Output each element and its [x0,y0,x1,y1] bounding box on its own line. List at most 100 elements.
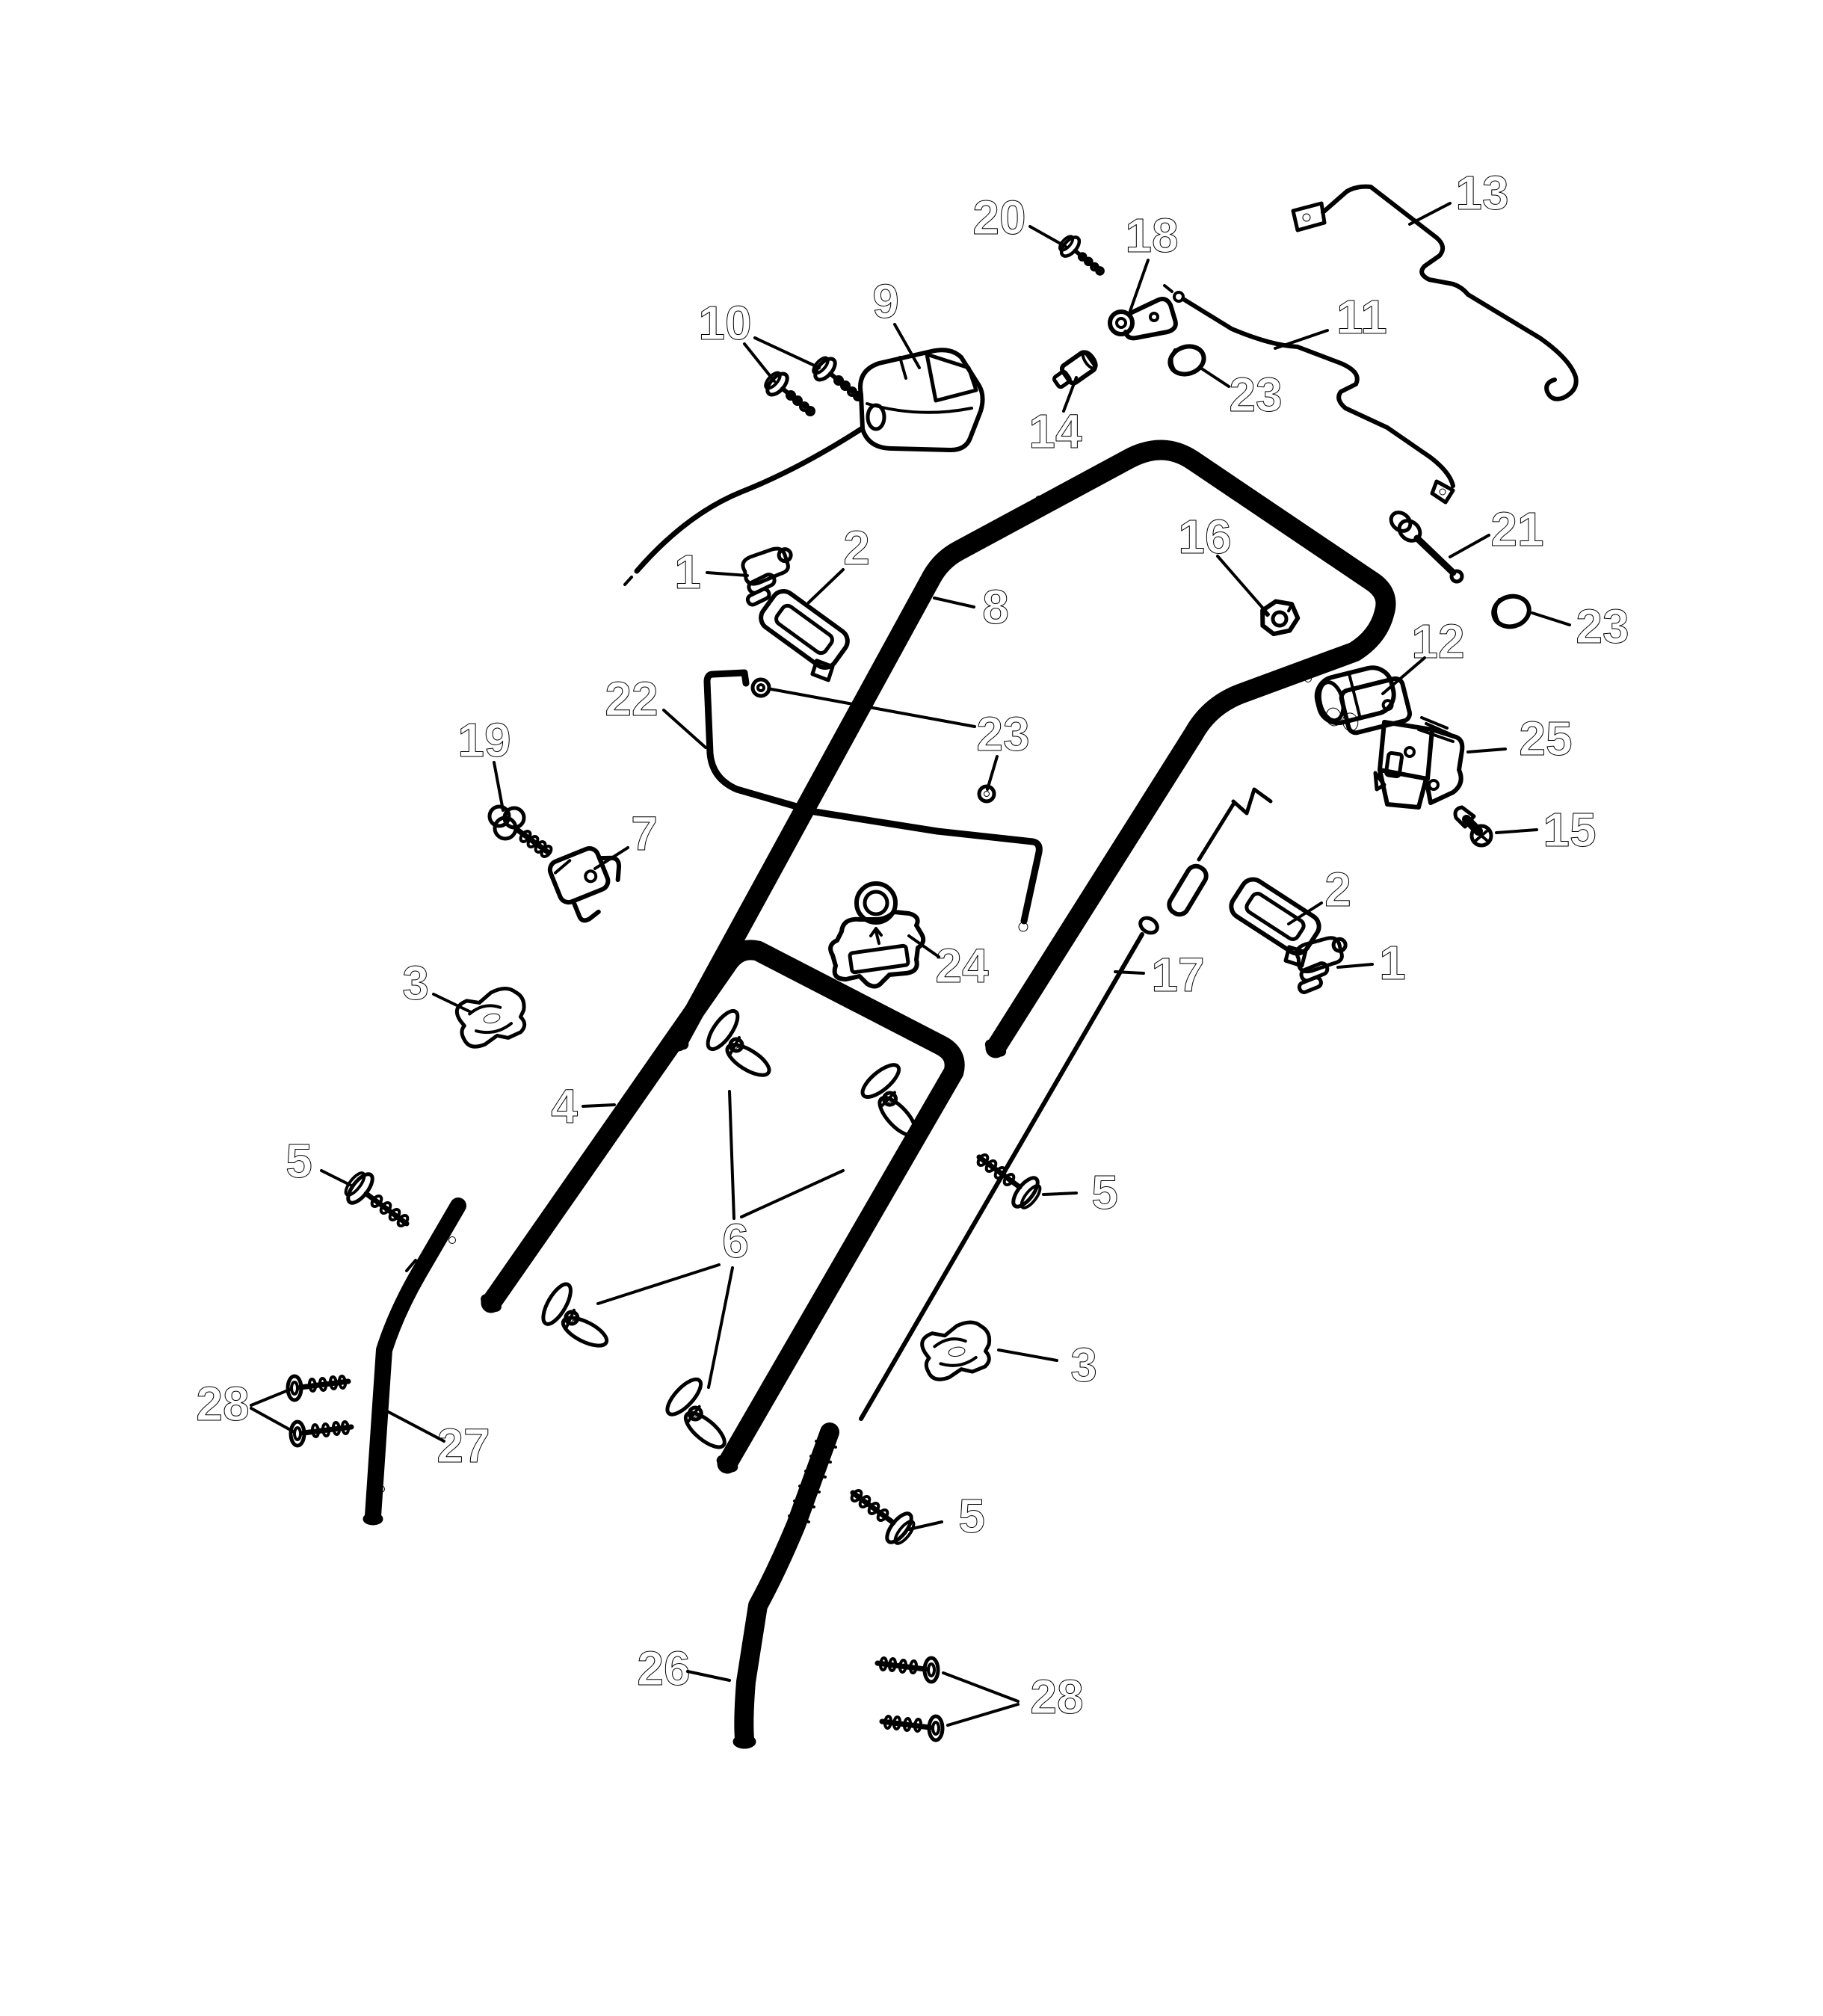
leader-line-5 [907,1520,943,1531]
leader-line-28 [250,1387,293,1407]
knob-5-bottom [850,1489,916,1547]
clamp-3-left [454,985,530,1049]
part-label-14: 14 [1028,404,1082,458]
cable-end-fitting-18 [1108,297,1178,341]
part-label-2: 2 [1324,863,1351,916]
leader-line-15 [1495,828,1538,834]
leader-line-20 [1028,225,1067,248]
leader-line-23 [770,688,976,728]
wire-harness-13 [1291,184,1579,401]
leader-line-26 [686,1670,731,1682]
handle-brace-27 [363,1197,466,1526]
leader-line-6 [728,1090,735,1220]
nut-16 [1260,599,1301,637]
leader-line-24 [907,934,940,958]
leader-line-10 [753,336,821,369]
part-label-13: 13 [1455,166,1508,220]
leader-line-6 [596,1263,721,1305]
screw-28-a1 [288,1376,348,1400]
cap-23-right [1491,594,1531,629]
leader-line-28 [946,1703,1020,1727]
handle-clip-6-c [534,1276,611,1356]
part-label-23: 23 [976,707,1029,761]
lower-handle-rivet-holes [678,1026,931,1125]
part-label-28: 28 [1030,1670,1083,1724]
part-label-17: 17 [1151,948,1204,1002]
part-label-1: 1 [674,545,701,599]
leader-line-12 [1381,656,1426,695]
wire-guard-22 [703,669,1043,925]
leader-line-4 [582,1103,616,1108]
part-label-5: 5 [1091,1165,1118,1219]
screw-20 [1058,234,1103,274]
leader-line-23 [1199,366,1230,388]
leader-line-5 [320,1169,353,1187]
part-label-27: 27 [437,1419,490,1473]
bracket-25 [1373,716,1465,810]
part-label-23: 23 [1229,368,1282,422]
leader-line-10 [743,342,776,383]
cap-23-top [1167,344,1206,377]
leader-line-1 [1336,963,1374,969]
leader-line-25 [1466,747,1507,753]
leader-line-1 [706,571,749,577]
part-label-1: 1 [1379,936,1406,990]
part-label-26: 26 [637,1642,690,1695]
part-label-22: 22 [605,672,658,726]
part-label-16: 16 [1178,510,1231,564]
part-label-11: 11 [1336,290,1387,344]
part-label-2: 2 [843,521,870,575]
leader-line-2 [1287,901,1323,925]
leader-line-27 [386,1410,445,1443]
leader-line-28 [942,1671,1020,1703]
screw-10-b [811,355,862,400]
leader-line-23 [986,755,999,791]
bolt-21 [1389,511,1464,584]
cable-clamp-24 [828,881,926,989]
bolt-19 [487,804,553,858]
screw-15 [1453,805,1493,848]
part-label-5: 5 [286,1134,312,1188]
leader-line-7 [593,846,629,870]
part-label-15: 15 [1543,803,1596,857]
leader-line-23 [1531,611,1571,626]
brace-26-hatching [788,1440,837,1523]
screw-28-b2 [882,1716,943,1740]
cable-clamp-12 [1314,665,1413,736]
handle-brace-26 [732,1422,839,1749]
screw-28-b1 [877,1658,938,1682]
part-label-6: 6 [722,1214,749,1268]
leader-line-2 [807,568,845,604]
part-label-28: 28 [196,1377,249,1431]
leader-line-3 [432,993,472,1014]
leader-line-22 [662,709,707,749]
leader-line-3 [997,1348,1058,1362]
screw-28-a2 [291,1422,351,1446]
leader-line-14 [1062,376,1078,413]
leader-line-8 [933,597,975,608]
part-label-10: 10 [698,296,751,350]
lower-handle-tube [481,940,965,1474]
clamp-3-right [919,1319,995,1381]
part-label-3: 3 [402,956,429,1010]
leader-line-17 [1114,970,1145,975]
part-label-4: 4 [551,1079,578,1133]
handle-clip-6-a [703,1007,774,1081]
leader-line-16 [1216,555,1270,616]
leader-line-6 [740,1169,845,1218]
part-label-7: 7 [631,807,658,860]
grommet-23-lower [977,784,996,804]
leader-line-18 [1129,259,1150,312]
part-label-20: 20 [972,191,1025,244]
gasket-2-left [750,587,857,684]
control-cable-11 [1163,284,1455,505]
upper-handle-rivet-holes [1035,484,1312,682]
part-label-12: 12 [1411,614,1464,668]
leader-line-19 [493,761,505,812]
part-label-18: 18 [1125,209,1178,262]
leader-line-28 [250,1407,296,1434]
leader-line-21 [1449,534,1490,558]
knob-5-left [342,1171,409,1228]
leader-line-9 [893,323,921,369]
